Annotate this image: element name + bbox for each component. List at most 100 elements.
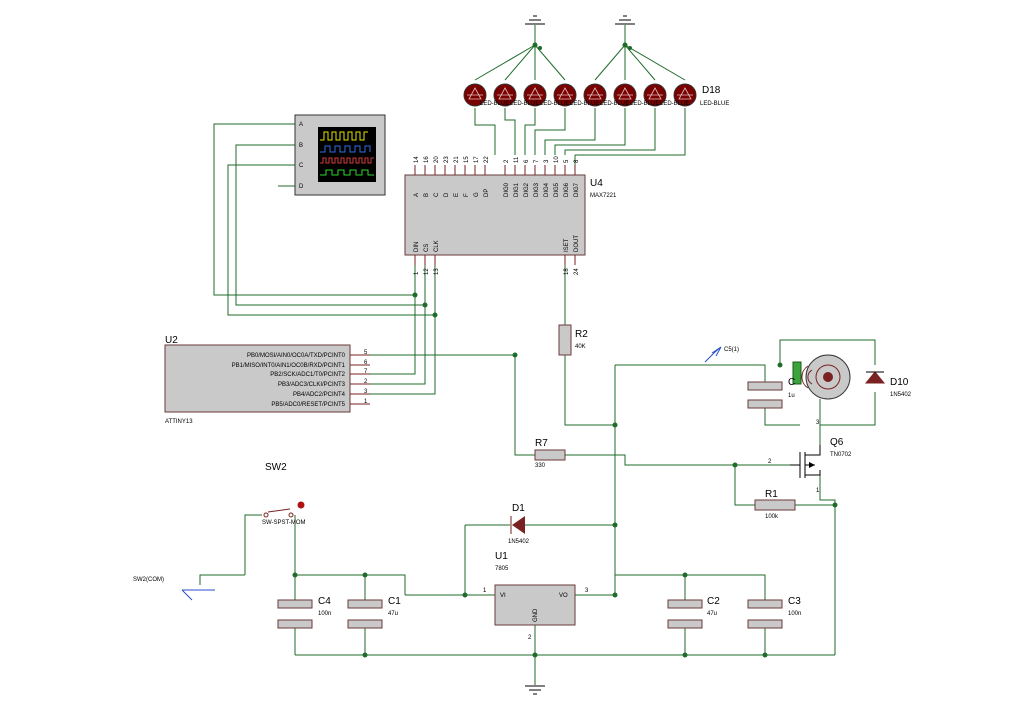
c3-plate-bottom — [747, 619, 783, 629]
u4-pin-label: ISET — [564, 238, 570, 252]
wires — [199, 25, 876, 685]
c3-capacitor[interactable] — [747, 599, 783, 629]
junction-dot — [762, 652, 768, 658]
motor[interactable] — [801, 354, 851, 425]
junction-dot — [612, 522, 618, 528]
junction-dot — [422, 302, 428, 308]
d10-triangle — [864, 371, 886, 384]
u4-pin-number: 18 — [564, 268, 570, 275]
c2-value: 47u — [707, 611, 717, 617]
sw2-button-icon[interactable] — [297, 501, 305, 509]
u4-pin-number: 13 — [434, 268, 440, 275]
c1-ref: C1 — [388, 596, 401, 607]
led-1[interactable] — [463, 83, 487, 107]
c4-capacitor[interactable] — [277, 599, 313, 629]
c1-value: 47u — [388, 611, 398, 617]
u4-pin-number: 24 — [574, 268, 580, 275]
trace-c — [320, 157, 374, 164]
c1-capacitor[interactable] — [347, 599, 383, 629]
u4-pin-label: F — [464, 193, 470, 197]
u4-pin-number: 23 — [444, 156, 450, 163]
trace-a — [320, 131, 368, 141]
led-5[interactable] — [583, 83, 607, 107]
connector-icon — [792, 361, 802, 385]
u2-ref: U2 — [165, 335, 178, 346]
led-bank[interactable] — [463, 83, 697, 107]
trace-b — [320, 145, 371, 153]
sw2-probe: SW2(COM) — [133, 577, 164, 583]
sw2-contact — [263, 512, 269, 518]
r1-body — [754, 499, 796, 511]
junction-dot — [362, 652, 368, 658]
probe-icon[interactable] — [704, 346, 722, 363]
c4-value: 100n — [318, 611, 331, 617]
q6-symbol — [790, 445, 821, 478]
q6-arrow-icon — [809, 462, 815, 468]
u1-body — [494, 584, 576, 626]
u4-pin-number: 10 — [554, 156, 560, 163]
q6-mosfet[interactable] — [790, 445, 821, 478]
u4-pin-label: DIN — [414, 242, 420, 252]
junction-dot — [832, 502, 838, 508]
u4-pin-number: 11 — [514, 156, 520, 163]
d18-ref: D18 — [702, 85, 721, 96]
u4-pin-label: DIG0 — [504, 182, 510, 197]
u4-pin-number: 20 — [434, 156, 440, 163]
u4-pin-label: DIG2 — [524, 182, 530, 197]
q6-pin-gate: 2 — [768, 459, 772, 465]
u2-pin-label: PB0/MOSI/AIN0/OC0A/TXD/PCINT0 — [247, 353, 346, 359]
u4-pin-label: D — [444, 192, 450, 197]
c5-capacitor[interactable] — [747, 361, 802, 409]
sw2-switch[interactable] — [263, 501, 305, 518]
d1-diode[interactable] — [510, 516, 525, 534]
oscilloscope[interactable]: A B C D — [294, 114, 386, 196]
junction-dot — [622, 42, 628, 48]
led-2[interactable] — [493, 83, 517, 107]
u4-max7221[interactable]: 14A16B20C23D21E15F17G22DP2DIG011DIG16DIG… — [404, 156, 586, 275]
r2-resistor[interactable] — [558, 324, 572, 356]
led-label: LED-BLUE — [660, 101, 689, 107]
led-4[interactable] — [553, 83, 577, 107]
u4-pin-label: E — [454, 193, 460, 197]
junctions — [292, 42, 838, 658]
motor-ring — [815, 364, 841, 390]
u4-pin-number: 17 — [474, 156, 480, 163]
u1-7805[interactable] — [494, 584, 576, 626]
led-8[interactable] — [673, 83, 697, 107]
c2-plate-top — [667, 599, 703, 609]
u4-pin-number: 1 — [414, 271, 420, 275]
u2-pin-number: 5 — [364, 350, 368, 356]
r1-resistor[interactable] — [754, 499, 796, 511]
u4-pin-label: CLK — [434, 240, 440, 252]
d10-diode[interactable] — [864, 371, 886, 384]
u2-body — [164, 344, 351, 413]
c2-capacitor[interactable] — [667, 599, 703, 629]
u4-pin-label: DOUT — [574, 235, 580, 252]
sw2-value: SW-SPST-MOM — [262, 520, 306, 526]
junction-dot — [612, 592, 618, 598]
led-7[interactable] — [643, 83, 667, 107]
u2-pin-number: 2 — [364, 379, 368, 385]
ground-icon — [525, 685, 545, 695]
d10-ref: D10 — [890, 377, 909, 388]
d18-value: LED-BLUE — [700, 101, 729, 107]
led-label: LED-BLUE — [570, 101, 599, 107]
junction-dot — [628, 46, 632, 50]
u2-pin-label: PB3/ADC3/CLKI/PCINT3 — [278, 382, 346, 388]
led-label: LED-BLUE — [540, 101, 569, 107]
junction-dot — [512, 352, 518, 358]
c5-plate-bottom — [747, 399, 783, 409]
u4-top-pins: 14A16B20C23D21E15F17G22DP2DIG011DIG16DIG… — [414, 156, 580, 197]
led-3[interactable] — [523, 83, 547, 107]
u1-gnd-label: GND — [533, 608, 539, 622]
r7-resistor[interactable] — [534, 449, 566, 461]
u2-pin-number: 6 — [364, 360, 368, 366]
c3-value: 100n — [788, 611, 801, 617]
u4-pin-number: 16 — [424, 156, 430, 163]
u4-pin-number: 8 — [574, 159, 580, 163]
led-6[interactable] — [613, 83, 637, 107]
probe-icon[interactable] — [181, 589, 215, 601]
